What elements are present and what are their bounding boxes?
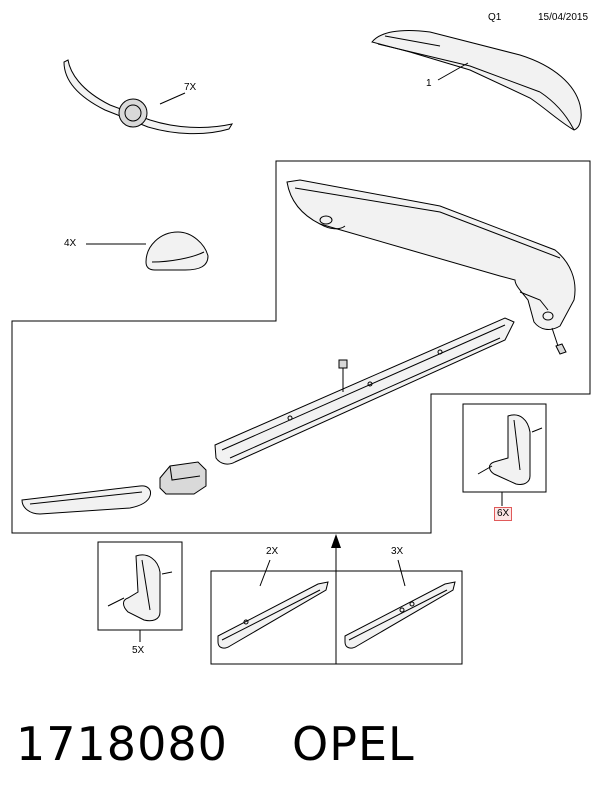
sill-clip-part [159, 461, 207, 495]
footer-brand: OPEL [292, 717, 415, 771]
callout-sill-option-a: 2X [266, 546, 279, 557]
leader-2x [259, 559, 271, 587]
callout-rear-spoiler: 1 [426, 78, 432, 89]
side-sill-part [214, 317, 515, 465]
leader-3x [397, 559, 406, 587]
footer-part-number: 1718080 [16, 717, 228, 771]
callout-grille-trim: 7X [184, 82, 197, 93]
sill-variant-3x-part [344, 581, 456, 649]
rear-diffuser-part [286, 179, 576, 355]
grille-trim-part [63, 59, 234, 135]
header-code: Q1 [488, 12, 502, 23]
sill-end-strip-part [21, 485, 151, 515]
rear-spoiler-part [371, 29, 582, 131]
mud-flap-right-box [462, 403, 547, 493]
sill-variants-box [210, 570, 463, 665]
pointer-arrow-head [331, 534, 341, 548]
callout-mud-flap-right: 6X [494, 507, 513, 521]
sill-variant-2x-part [217, 581, 329, 649]
mud-flap-left-part [107, 554, 173, 622]
mud-flap-right-part [477, 414, 543, 485]
mirror-cover-part [86, 231, 209, 271]
callout-sill-option-b: 3X [391, 546, 404, 557]
main-frame [11, 160, 591, 534]
header-date: 15/04/2015 [538, 12, 589, 23]
callout-mirror-cover: 4X [64, 238, 77, 249]
callout-mud-flap-left: 5X [132, 645, 145, 656]
